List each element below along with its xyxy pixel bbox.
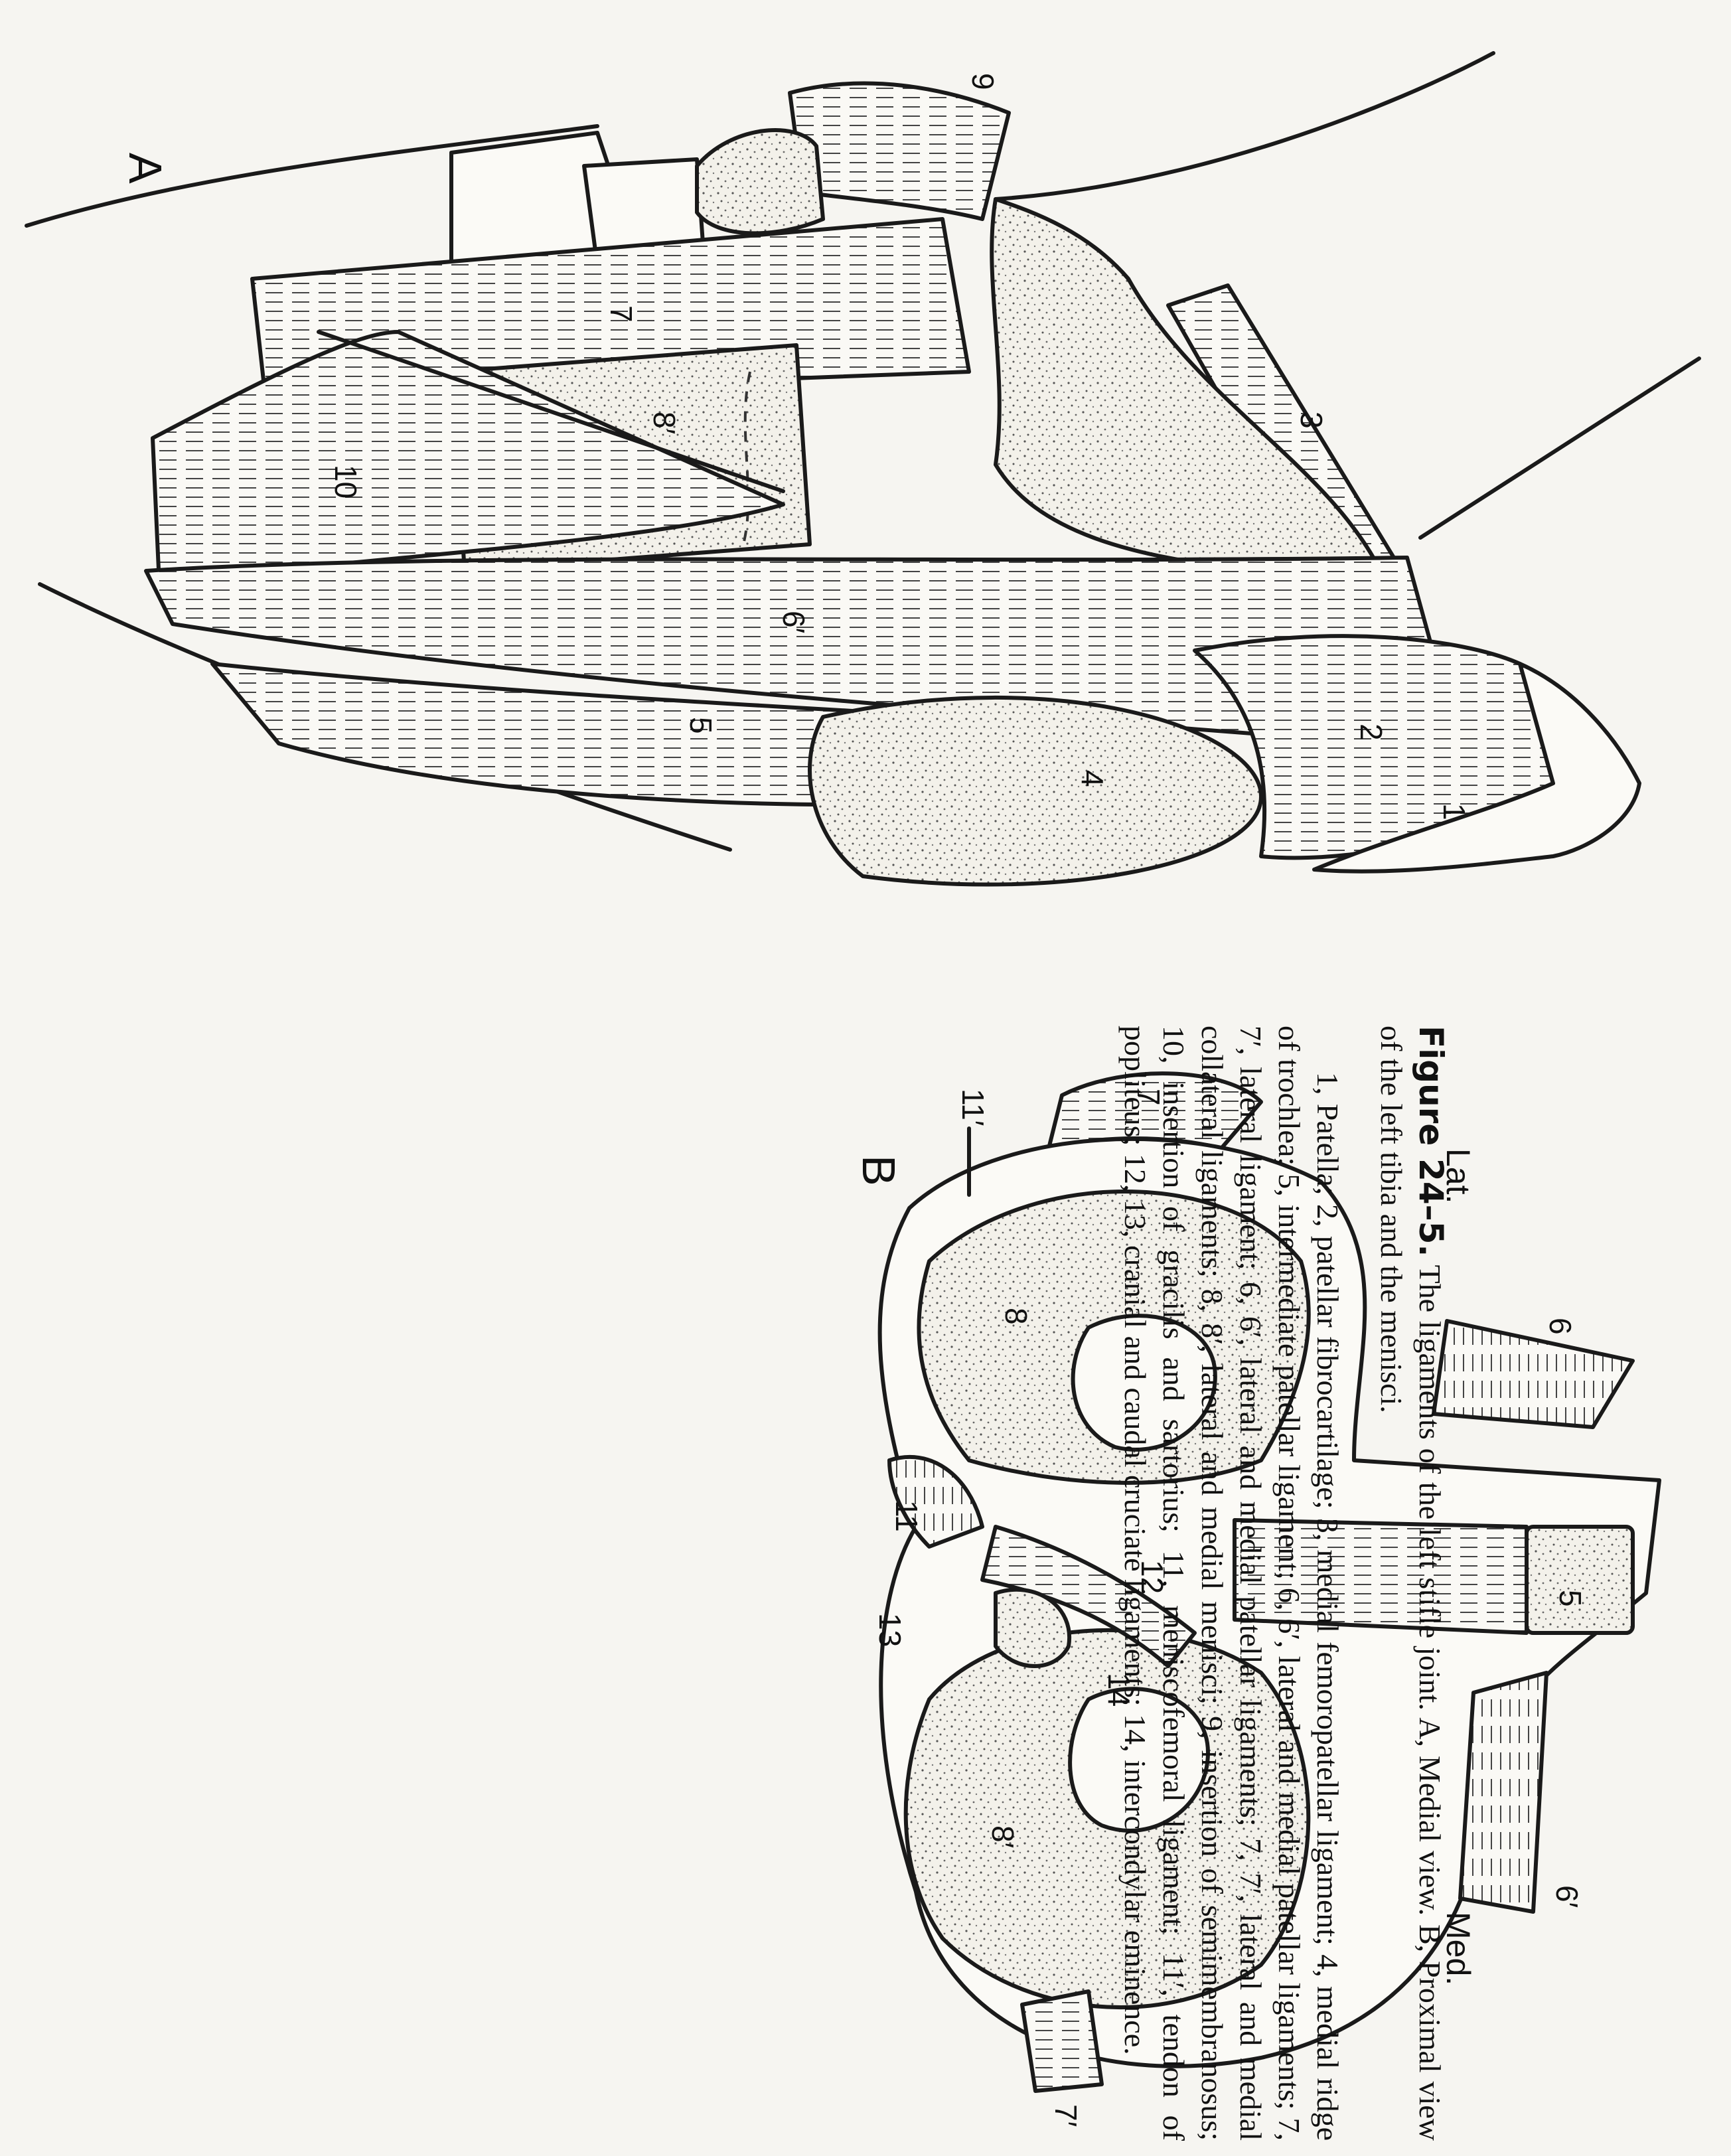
label-b-11: 11 [889,1500,924,1532]
label-a-7: 7 [604,305,639,323]
label-a-4: 4 [1075,770,1110,787]
label-a-9: 9 [966,73,1000,90]
label-b-11p: 11′ [956,1089,990,1126]
label-b-12: 12 [1135,1560,1169,1594]
panel-a-drawing [25,51,1701,887]
label-a-8p: 8′ [647,412,682,434]
label-b-medial: Med. [1440,1912,1477,1985]
label-b-13: 13 [873,1613,907,1647]
label-a-3: 3 [1294,412,1329,429]
label-b-7p: 7′ [1049,2104,1083,2127]
caption-title-line: Figure 24–5. The ligaments of the left s… [1372,1026,1450,2141]
caption-legend: 1, Patella; 2, patellar fibrocartilage; … [1118,1026,1345,2141]
label-b-14: 14 [1102,1673,1136,1707]
label-b-8: 8 [999,1308,1033,1325]
panel-a-letter: A [119,153,171,184]
label-b-6p: 6′ [1550,1885,1584,1908]
label-a-10: 10 [329,465,363,499]
label-a-2: 2 [1354,724,1389,741]
label-a-6p: 6′ [777,611,811,633]
label-b-6: 6 [1543,1318,1578,1335]
label-b-7: 7 [1132,1089,1166,1106]
panel-b-drawing [877,1071,1661,2093]
label-b-lateral: Lat. [1440,1148,1477,1203]
label-a-5: 5 [684,717,718,734]
figure-number: Figure 24–5. [1412,1026,1450,1257]
label-b-5: 5 [1553,1590,1588,1607]
panel-b-labels: B Lat. Med. 7 11′ 6 8 11 12 5 13 14 8′ 6… [853,1089,1588,2127]
panel-a-labels: A 9 7 3 8′ 10 6′ 5 4 2 1 [119,73,1471,820]
figure-caption: Figure 24–5. The ligaments of the left s… [1116,1026,1450,2141]
label-b-8p: 8′ [986,1825,1020,1848]
panel-b-letter: B [853,1155,905,1186]
label-a-1: 1 [1437,803,1471,820]
